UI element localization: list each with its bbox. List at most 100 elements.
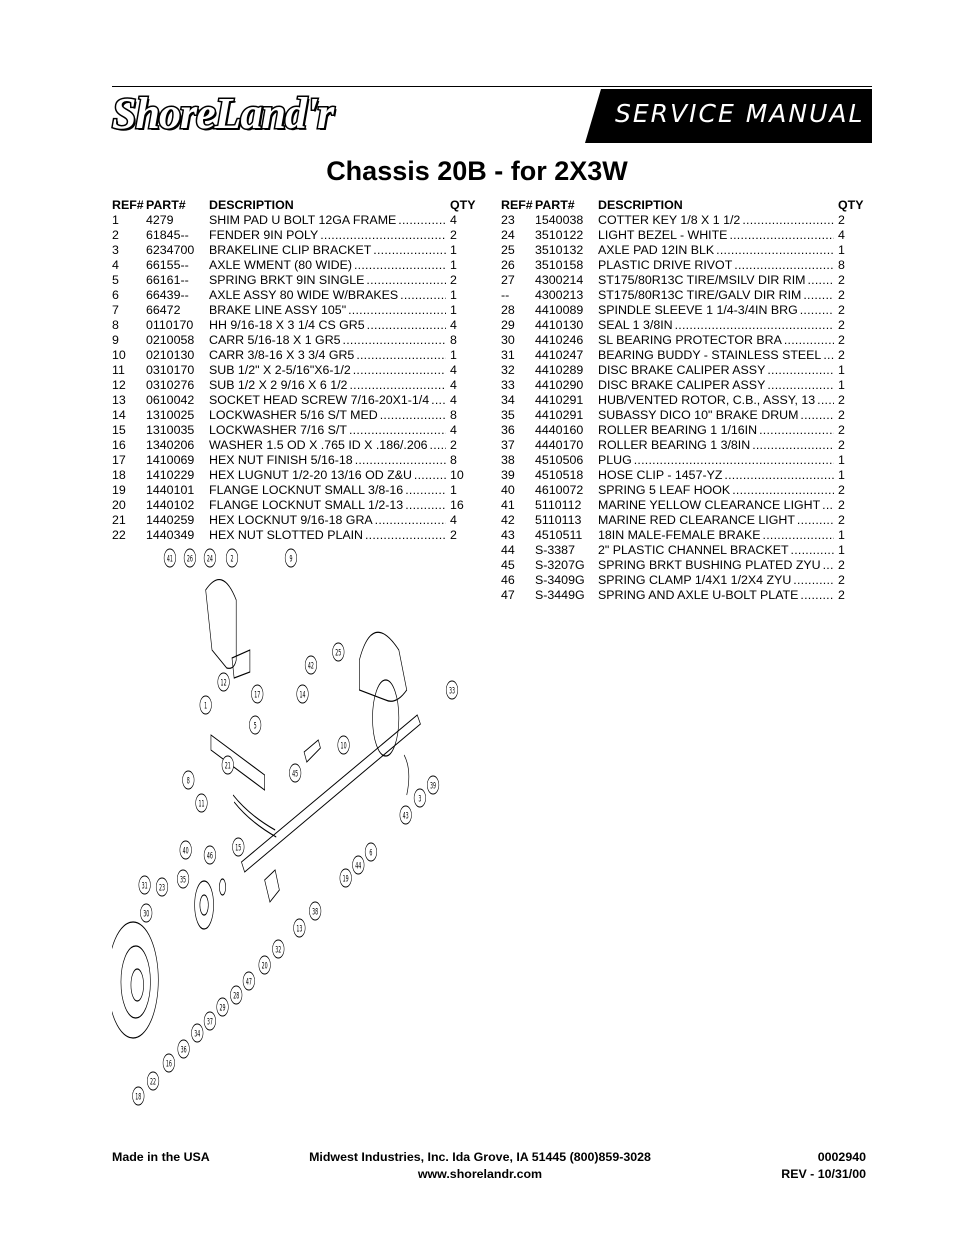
callout-bubble: 10	[337, 735, 350, 755]
leader-dots	[347, 423, 446, 438]
callout-bubble: 39	[427, 775, 440, 795]
callout-number: 3	[418, 793, 421, 804]
qty-cell: 16	[450, 498, 464, 512]
leader-dots	[396, 213, 446, 228]
desc-text: HH 9/16-18 X 3 1/4 CS GR5	[209, 318, 365, 332]
callout-number: 9	[289, 553, 292, 564]
desc-text: 18IN MALE-FEMALE BRAKE	[598, 528, 761, 542]
leader-dots	[798, 303, 834, 318]
leader-dots	[789, 543, 834, 558]
desc-text: SPRING BRKT 9IN SINGLE	[209, 273, 365, 287]
part-cell: 4610072	[535, 483, 584, 497]
part-cell: 6234700	[146, 243, 195, 257]
ref-cell: 13	[112, 393, 126, 407]
desc-text: AXLE PAD 12IN BLK	[598, 243, 715, 257]
leader-dots	[801, 288, 834, 303]
desc-cell: COTTER KEY 1/8 X 1 1/2	[598, 213, 834, 228]
qty-cell: 2	[838, 558, 845, 572]
part-cell: 4410089	[535, 303, 584, 317]
callout-number: 31	[142, 880, 148, 891]
part-cell: 66161--	[146, 273, 189, 287]
callout-bubble: 18	[132, 1086, 145, 1106]
table-header: REF# PART# DESCRIPTION QTY	[112, 198, 476, 213]
desc-cell: CARR 3/8-16 X 3 3/4 GR5	[209, 348, 446, 363]
part-cell: 1410069	[146, 453, 195, 467]
qty-cell: 2	[838, 318, 845, 332]
callout-number: 18	[135, 1091, 141, 1102]
desc-cell: AXLE WMENT (80 WIDE)	[209, 258, 446, 273]
qty-cell: 2	[838, 483, 845, 497]
desc-cell: SPINDLE SLEEVE 1 1/4-3/4IN BRG	[598, 303, 834, 318]
callout-bubble: 43	[399, 805, 412, 825]
desc-cell: MARINE RED CLEARANCE LIGHT	[598, 513, 834, 528]
ref-cell: 37	[501, 438, 515, 452]
callout-bubble: 19	[339, 868, 352, 888]
desc-cell: FLANGE LOCKNUT SMALL 1/2-13	[209, 498, 446, 513]
desc-text: WASHER 1.5 OD X .765 ID X .186/.206	[209, 438, 428, 452]
desc-text: MARINE YELLOW CLEARANCE LIGHT	[598, 498, 821, 512]
qty-cell: 1	[838, 528, 845, 542]
callout-bubble: 1	[199, 695, 212, 715]
leader-dots	[727, 228, 834, 243]
ref-cell: 29	[501, 318, 515, 332]
desc-text: HEX NUT SLOTTED PLAIN	[209, 528, 363, 542]
ref-cell: 14	[112, 408, 126, 422]
callout-number: 17	[254, 689, 260, 700]
callout-number: 25	[335, 647, 341, 658]
part-cell: 1310035	[146, 423, 195, 437]
ref-cell: 5	[112, 273, 119, 287]
desc-text: BRAKE LINE ASSY 105"	[209, 303, 347, 317]
callout-number: 20	[262, 960, 268, 971]
ref-cell: 31	[501, 348, 515, 362]
ref-cell: 23	[501, 213, 515, 227]
desc-text: HEX LUGNUT 1/2-20 13/16 OD Z&U	[209, 468, 412, 482]
leader-dots	[740, 213, 834, 228]
part-cell: 5110113	[535, 513, 582, 527]
part-cell: 1440101	[146, 483, 195, 497]
ref-cell: 27	[501, 273, 515, 287]
brand-logo: ShoreLand'r	[111, 89, 336, 138]
callout-bubble: 36	[177, 1039, 190, 1059]
desc-cell: ST175/80R13C TIRE/GALV DIR RIM	[598, 288, 834, 303]
desc-cell: LOCKWASHER 7/16 S/T	[209, 423, 446, 438]
desc-cell: WASHER 1.5 OD X .765 ID X .186/.206	[209, 438, 446, 453]
service-manual-banner: SERVICE MANUAL	[585, 89, 872, 143]
ref-cell: 43	[501, 528, 515, 542]
leader-dots	[632, 453, 834, 468]
leader-dots	[765, 363, 834, 378]
desc-text: CARR 3/8-16 X 3 3/4 GR5	[209, 348, 355, 362]
ref-cell: 12	[112, 378, 126, 392]
callout-bubble: 35	[177, 869, 190, 889]
desc-cell: SOCKET HEAD SCREW 7/16-20X1-1/4	[209, 393, 446, 408]
ref-cell: 28	[501, 303, 515, 317]
desc-text: SPINDLE SLEEVE 1 1/4-3/4IN BRG	[598, 303, 798, 317]
desc-cell: 18IN MALE-FEMALE BRAKE	[598, 528, 834, 543]
callout-number: 10	[341, 740, 347, 751]
ref-cell: 3	[112, 243, 119, 257]
leader-dots	[714, 243, 834, 258]
leader-dots	[341, 333, 446, 348]
desc-cell: FLANGE LOCKNUT SMALL 3/8-16	[209, 483, 446, 498]
callout-bubble: 33	[445, 680, 459, 700]
callout-bubble: 26	[183, 548, 196, 568]
leader-dots	[373, 513, 446, 528]
chassis-linework	[107, 579, 421, 1039]
callout-number: 30	[143, 908, 149, 919]
ref-cell: 34	[501, 393, 515, 407]
ref-cell: 30	[501, 333, 515, 347]
